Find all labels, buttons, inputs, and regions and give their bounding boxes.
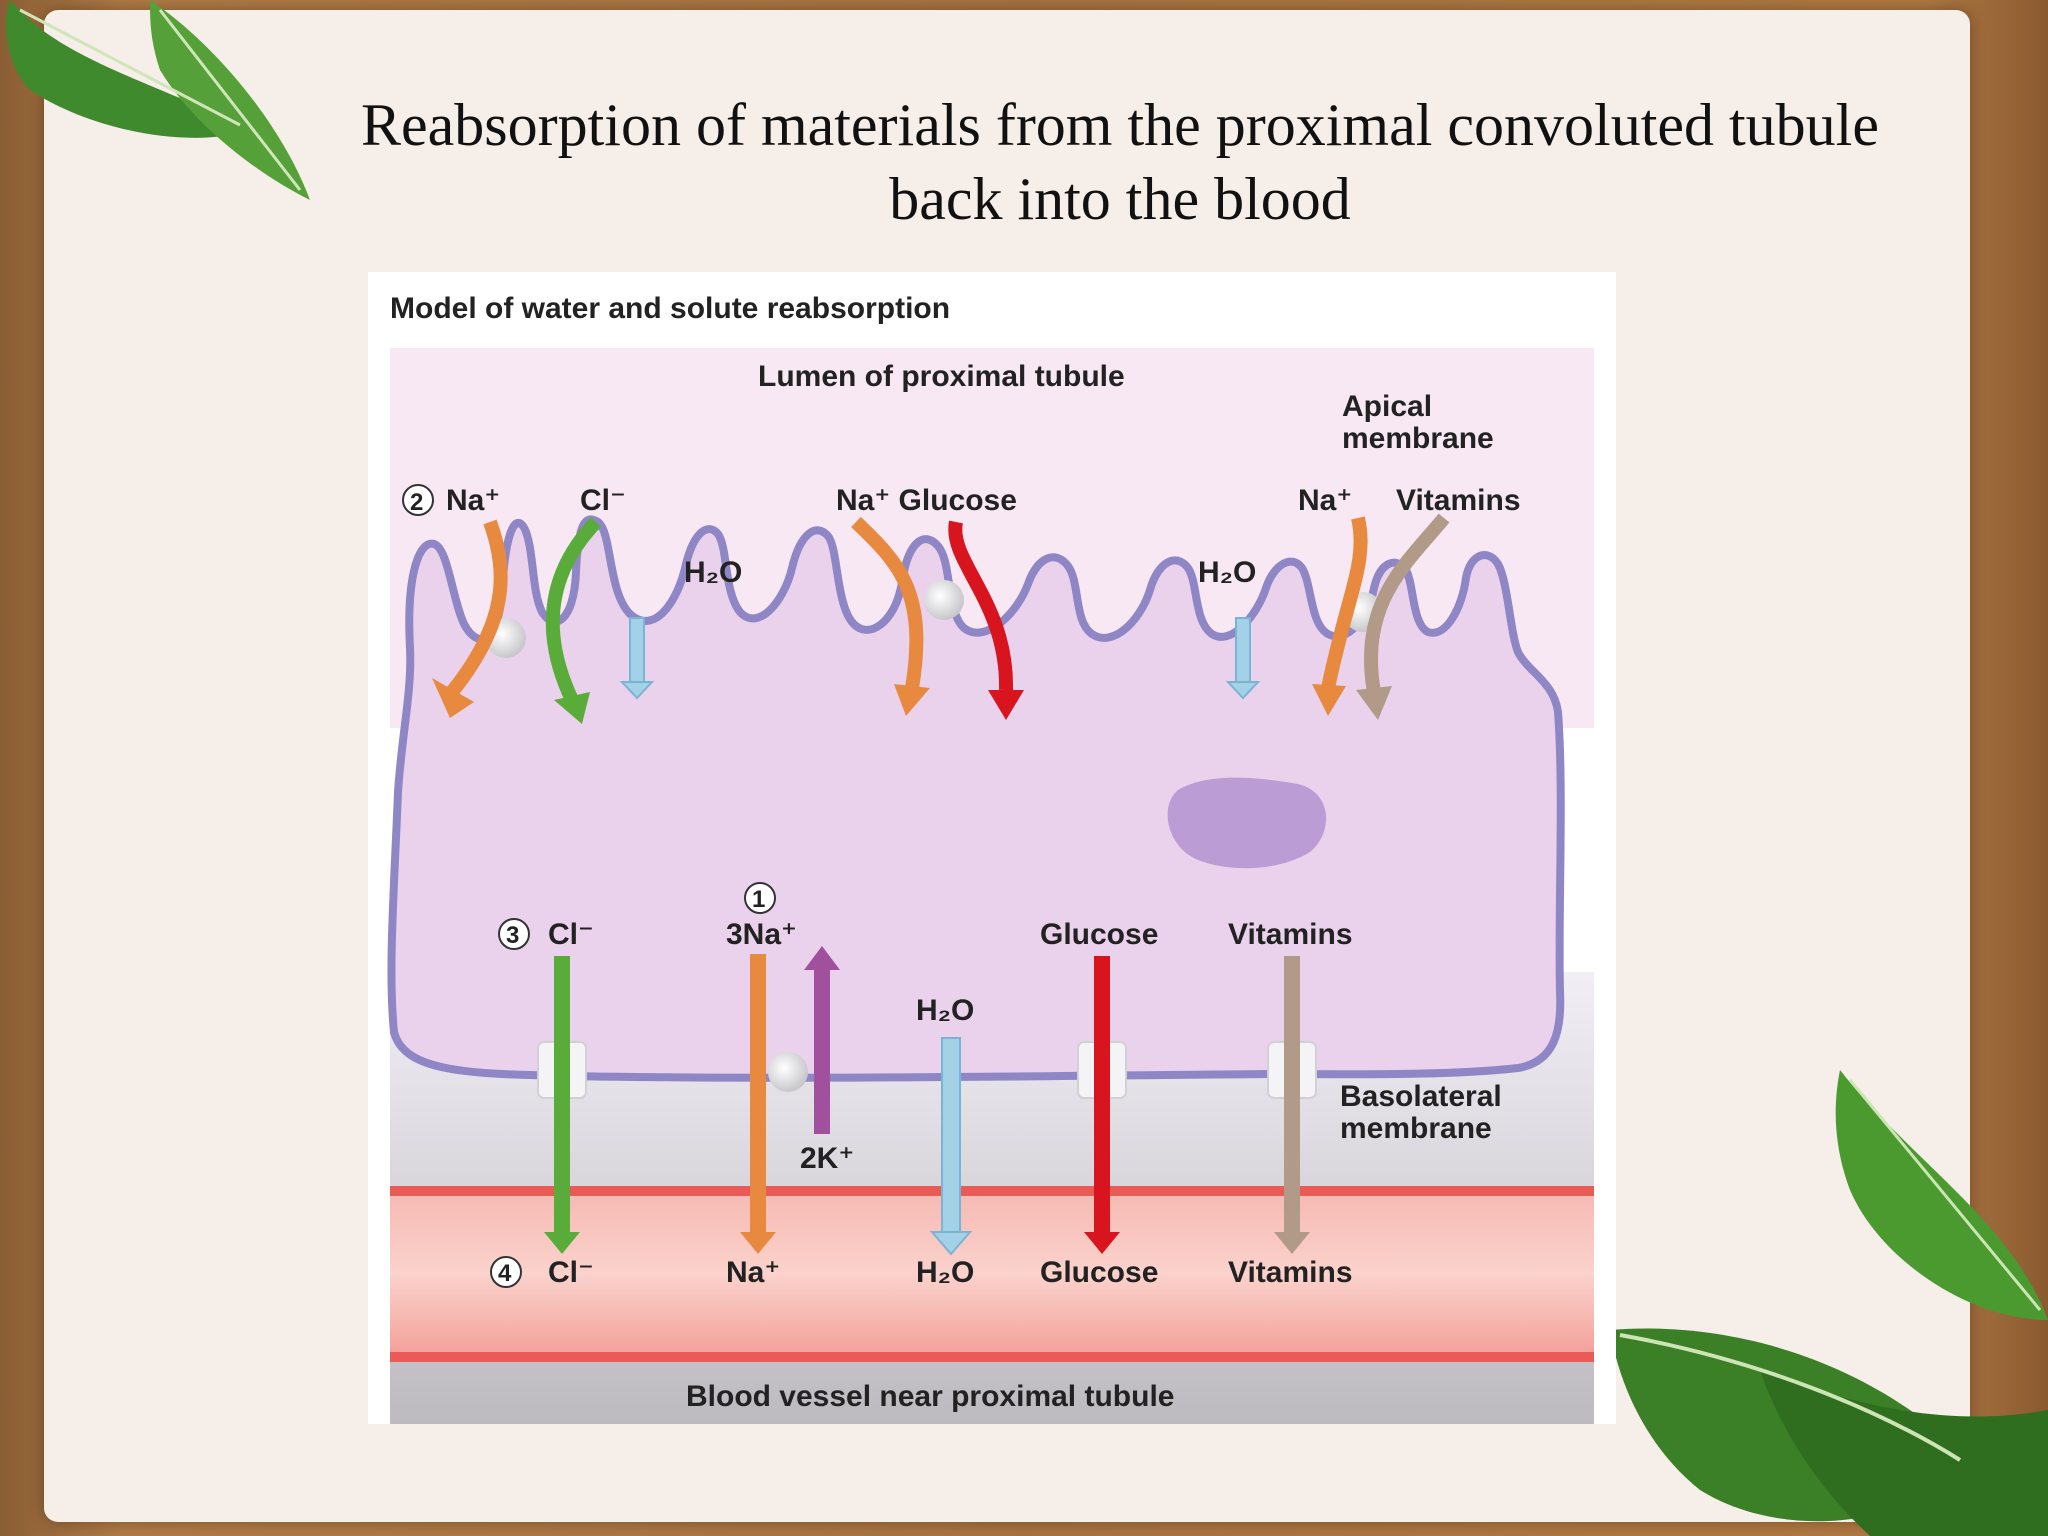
vessel-wall-bottom xyxy=(390,1352,1594,1362)
blood-vitamins-label: Vitamins xyxy=(1228,1256,1353,1289)
apical-cotransporter-na-glucose xyxy=(924,580,964,620)
basolateral-na-arrow xyxy=(750,954,766,1236)
apical-glucose-arrowhead xyxy=(988,690,1024,720)
apical-cl-arrow xyxy=(545,517,602,703)
apical-glucose-arrow xyxy=(948,520,1014,691)
basolateral-h2o-label: H₂O xyxy=(916,994,974,1027)
apical-vitamins-label: Vitamins xyxy=(1396,484,1521,517)
apical-vitamin-na-arrowhead xyxy=(1312,684,1346,716)
basolateral-na-arrowhead xyxy=(740,1232,776,1254)
apical-na-glucose-na-arrowhead xyxy=(894,684,930,716)
apical-h2o-right-label: H₂O xyxy=(1198,556,1256,589)
blood-vessel xyxy=(390,1190,1594,1358)
nucleus xyxy=(1167,777,1327,869)
na-k-atpase-pump xyxy=(768,1052,808,1092)
step-2-number: 2 xyxy=(410,489,423,516)
blood-glucose-label: Glucose xyxy=(1040,1256,1158,1289)
step-3-marker xyxy=(498,918,530,950)
step-4-number: 4 xyxy=(498,1260,512,1287)
lumen-label: Lumen of proximal tubule xyxy=(758,360,1125,393)
basolateral-glucose-arrow xyxy=(1094,956,1110,1236)
step-4-marker xyxy=(490,1256,522,1288)
apical-na-vitamin-label: Na⁺ xyxy=(1298,484,1352,517)
step-3-number: 3 xyxy=(506,922,519,949)
apical-vitamins-arrow xyxy=(1363,513,1450,694)
blood-cl-label: Cl⁻ xyxy=(548,1256,594,1289)
apical-h2o-right-arrowhead xyxy=(1225,681,1261,700)
tubule-cell xyxy=(387,515,1565,1082)
reabsorption-diagram: Model of water and solute reabsorption L… xyxy=(368,272,1616,1424)
apical-na-glucose-label: Na⁺ Glucose xyxy=(836,484,1017,517)
basolateral-vitamins-arrowhead xyxy=(1274,1232,1310,1254)
slide-title: Reabsorption of materials from the proxi… xyxy=(300,88,1940,236)
basolateral-membrane-label-line-2: membrane xyxy=(1340,1112,1492,1145)
basolateral-3na-label: 3Na⁺ xyxy=(726,918,797,951)
vessel-wall-top xyxy=(390,1186,1594,1196)
apical-cl-arrowhead xyxy=(554,692,590,724)
basolateral-k-arrow xyxy=(814,966,830,1134)
basolateral-cl-arrow xyxy=(554,956,570,1236)
blood-na-label: Na⁺ xyxy=(726,1256,780,1289)
slide-title-line-1: Reabsorption of materials from the proxi… xyxy=(361,92,1879,158)
basolateral-cl-label: Cl⁻ xyxy=(548,918,594,951)
apical-na-arrow xyxy=(446,519,508,697)
apical-h2o-left-arrowhead xyxy=(619,681,655,700)
figure-heading: Model of water and solute reabsorption xyxy=(390,292,950,325)
apical-membrane-label-line-2: membrane xyxy=(1342,422,1494,455)
apical-na-arrowhead xyxy=(432,678,474,718)
leaf-decoration-top-left xyxy=(6,0,310,200)
basolateral-h2o-arrowhead xyxy=(929,1231,973,1256)
step-1-number: 1 xyxy=(752,886,765,913)
apical-vitamins-arrowhead xyxy=(1356,686,1392,720)
basolateral-2k-label: 2K⁺ xyxy=(800,1142,854,1175)
apical-membrane-label-line-1: Apical xyxy=(1342,390,1432,423)
leaf-decoration-bottom-right xyxy=(1610,1070,2048,1536)
apical-na-glucose-na-arrow xyxy=(851,516,924,690)
basolateral-vitamins-arrow xyxy=(1284,956,1300,1236)
basolateral-vitamins-label: Vitamins xyxy=(1228,918,1353,951)
apical-h2o-left-arrow xyxy=(629,617,645,685)
apical-cl-label: Cl⁻ xyxy=(580,484,626,517)
step-2-marker xyxy=(402,484,434,516)
blood-vessel-label: Blood vessel near proximal tubule xyxy=(686,1380,1174,1413)
slide-title-line-2: back into the blood xyxy=(889,166,1351,232)
apical-vitamin-na-arrow xyxy=(1321,516,1368,690)
basolateral-membrane-label-line-1: Basolateral xyxy=(1340,1080,1502,1113)
basolateral-glucose-arrowhead xyxy=(1084,1232,1120,1254)
blood-h2o-label: H₂O xyxy=(916,1256,974,1289)
apical-h2o-left-label: H₂O xyxy=(684,556,742,589)
apical-h2o-right-arrow xyxy=(1235,617,1251,685)
basolateral-k-arrowhead xyxy=(804,946,840,970)
basolateral-glucose-label: Glucose xyxy=(1040,918,1158,951)
apical-na-label: Na⁺ xyxy=(446,484,500,517)
basolateral-cl-arrowhead xyxy=(544,1232,580,1254)
step-1-marker xyxy=(744,882,776,914)
basolateral-h2o-arrow xyxy=(941,1037,961,1237)
